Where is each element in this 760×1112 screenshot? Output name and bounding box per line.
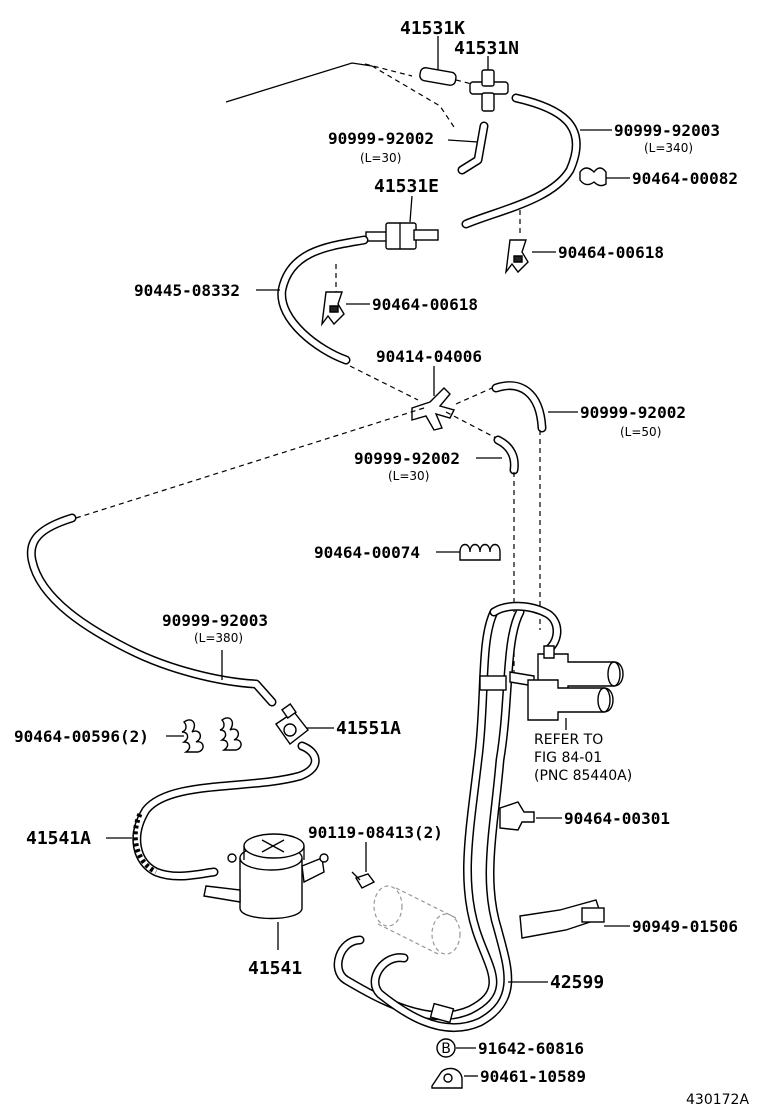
- circle-b-marker: B: [436, 1038, 456, 1058]
- hose-90999-92002-top[interactable]: [457, 121, 489, 175]
- clip-90464-00074-icon[interactable]: [459, 543, 501, 561]
- leader-line: [409, 195, 413, 223]
- clamp-90461-10589-icon[interactable]: [431, 1067, 463, 1089]
- label-90464-00082: 90464-00082: [632, 169, 738, 188]
- length-30-top: (L=30): [360, 151, 401, 165]
- label-42599: 42599: [550, 972, 604, 993]
- label-41531K: 41531K: [400, 18, 465, 39]
- refer-line-2: FIG 84-01: [534, 750, 602, 766]
- reference-cylinder: [373, 885, 461, 955]
- length-30-mid: (L=30): [388, 469, 429, 483]
- length-380: (L=380): [194, 631, 243, 645]
- label-90461-10589: 90461-10589: [480, 1067, 586, 1086]
- length-340: (L=340): [644, 141, 693, 155]
- clip-90464-00618-left-icon[interactable]: [320, 291, 345, 327]
- hose-90999-92003-380[interactable]: [26, 513, 277, 707]
- leader-line: [447, 139, 479, 143]
- label-41531N: 41531N: [454, 38, 519, 59]
- label-90999-92002-top: 90999-92002: [328, 129, 434, 148]
- clip-90464-00596-icon[interactable]: [181, 717, 242, 753]
- body-outline: [225, 62, 457, 131]
- label-90414-04006: 90414-04006: [376, 347, 482, 366]
- length-50: (L=50): [620, 425, 661, 439]
- clip-90464-00618-right-icon[interactable]: [504, 239, 529, 275]
- vsv-assembly-reference[interactable]: [509, 645, 624, 721]
- label-90464-00618-left: 90464-00618: [372, 295, 478, 314]
- label-91642-60816: 91642-60816: [478, 1039, 584, 1058]
- refer-line-3: (PNC 85440A): [534, 768, 632, 784]
- label-41541A: 41541A: [26, 828, 91, 849]
- vsv-41551A[interactable]: [275, 703, 309, 746]
- guide-line: [455, 387, 493, 405]
- label-90464-00618-right: 90464-00618: [558, 243, 664, 262]
- hose-41541A[interactable]: [132, 741, 320, 881]
- bracket-90949-01506[interactable]: [519, 899, 605, 939]
- label-90445-08332: 90445-08332: [134, 281, 240, 300]
- label-90999-92003-top: 90999-92003: [614, 121, 720, 140]
- clip-90464-00082-icon[interactable]: [579, 167, 607, 187]
- hose-90999-92003-340[interactable]: [461, 93, 581, 229]
- guide-line: [445, 411, 497, 439]
- diagram-id: 430172A: [686, 1092, 749, 1108]
- tee-connector-41531N[interactable]: [469, 69, 509, 112]
- charcoal-canister-41541[interactable]: [203, 833, 329, 920]
- label-90464-00596: 90464-00596(2): [14, 727, 149, 746]
- label-41551A: 41551A: [336, 718, 401, 739]
- clip-90464-00301-icon[interactable]: [499, 801, 535, 831]
- label-41531E: 41531E: [374, 176, 439, 197]
- label-90999-92002-50: 90999-92002: [580, 403, 686, 422]
- label-90464-00301: 90464-00301: [564, 809, 670, 828]
- hose-90999-92002-50[interactable]: [491, 381, 547, 433]
- filter-41531E[interactable]: [365, 222, 439, 250]
- label-90464-00074: 90464-00074: [314, 543, 420, 562]
- hose-90445-08332[interactable]: [277, 235, 369, 365]
- bolt-90119-08413-icon[interactable]: [351, 871, 376, 889]
- guide-line: [455, 79, 473, 85]
- label-90119-08413: 90119-08413(2): [308, 823, 443, 842]
- label-90999-92002-30-mid: 90999-92002: [354, 449, 460, 468]
- hose-assembly-42599[interactable]: [333, 601, 562, 1032]
- label-90949-01506: 90949-01506: [632, 917, 738, 936]
- guide-line: [349, 365, 419, 401]
- label-90999-92003-380: 90999-92003: [162, 611, 268, 630]
- hose-90999-92002-30-mid[interactable]: [493, 435, 519, 475]
- label-41541: 41541: [248, 958, 302, 979]
- hose-41531K[interactable]: [419, 67, 457, 86]
- four-way-joint-90414-04006[interactable]: [411, 387, 456, 431]
- circle-b-label: B: [441, 1041, 451, 1057]
- refer-line-1: REFER TO: [534, 732, 603, 748]
- guide-line: [75, 407, 425, 519]
